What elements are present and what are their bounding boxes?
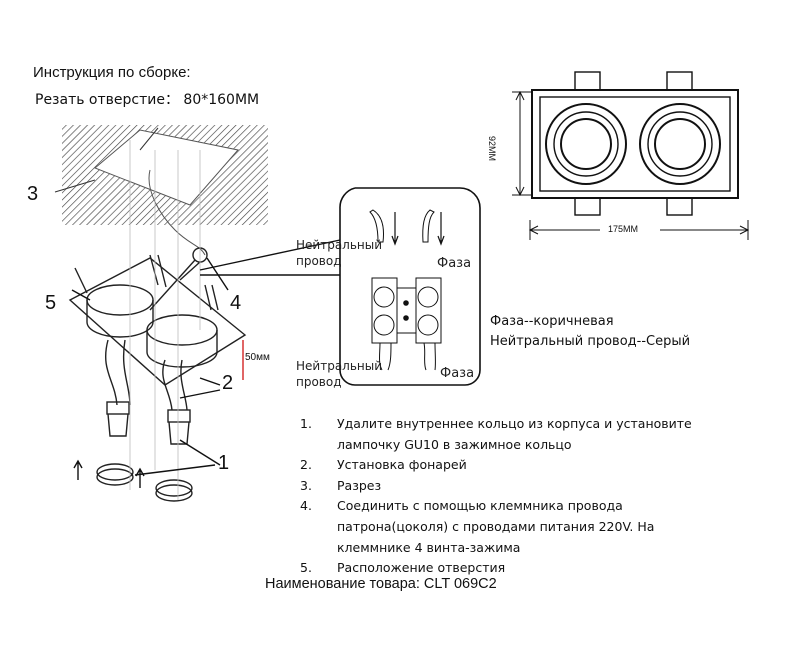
wire-color-legend: Фаза--коричневая Нейтральный провод--Сер… [490,312,690,352]
step-item: 1. Удалите внутреннее кольцо из корпуса и… [300,414,692,455]
step-text: Расположение отверстия [337,560,506,576]
step-item: 3. Разрез [300,476,692,497]
neutral-wire-label-bottom: Нейтральный провод [296,358,382,390]
phase-wire-label-bottom: Фаза [440,366,475,381]
width-dimension: 175MM [608,224,639,234]
neutral-label-line: провод [296,375,342,389]
wiring-callout [339,187,481,386]
cut-hole-size: Резать отверстие： 80*160MM [35,92,260,108]
step-item: 2. Установка фонарей [300,455,692,476]
step-text: патрона(цоколя) с проводами питания 220V… [337,518,655,534]
callout-number-3: 3 [27,183,39,205]
height-dimension: 92MM [487,136,497,162]
neutral-wire-label-top: Нейтральный провод [296,237,382,269]
step-text: Удалите внутреннее кольцо из корпуса и у… [337,416,692,431]
assembly-steps: 1. Удалите внутреннее кольцо из корпуса и… [300,414,692,579]
step-number: 2. [300,457,312,473]
callout-number-1: 1 [218,452,230,474]
phase-wire-label-top: Фаза [437,256,472,271]
neutral-label-line: провод [296,254,342,268]
step-number: 3. [300,477,312,493]
step-number: 5. [300,560,312,576]
step-text: Разрез [337,477,382,493]
legend-phase: Фаза--коричневая [490,314,614,329]
depth-label: 50мм [245,352,270,363]
step-item: 5. Расположение отверстия [300,558,692,579]
legend-neutral: Нейтральный провод--Серый [490,334,691,349]
product-name: Наименование товара: CLT 069C2 [265,576,497,592]
step-number: 1. [300,416,312,431]
callout-number-5: 5 [45,292,57,314]
step-item: 4. Соединить с помощью клеммника провода п… [300,496,692,558]
neutral-label-line: Нейтральный [296,359,383,373]
callout-number-4: 4 [230,292,242,314]
fixture-perspective [68,140,341,502]
step-text: лампочку GU10 в зажимное кольцо [337,436,572,452]
neutral-label-line: Нейтральный [296,238,383,252]
fixture-top-view [512,71,750,240]
step-text: Установка фонарей [337,457,467,473]
step-number: 4. [300,498,312,514]
step-text: Соединить с помощью клеммника провода [337,498,623,514]
instruction-title: Инструкция по сборке: [33,64,191,81]
step-text: клеммнике 4 винта-зажима [337,539,521,555]
ceiling-cutout [54,125,268,256]
callout-number-2: 2 [222,372,234,394]
